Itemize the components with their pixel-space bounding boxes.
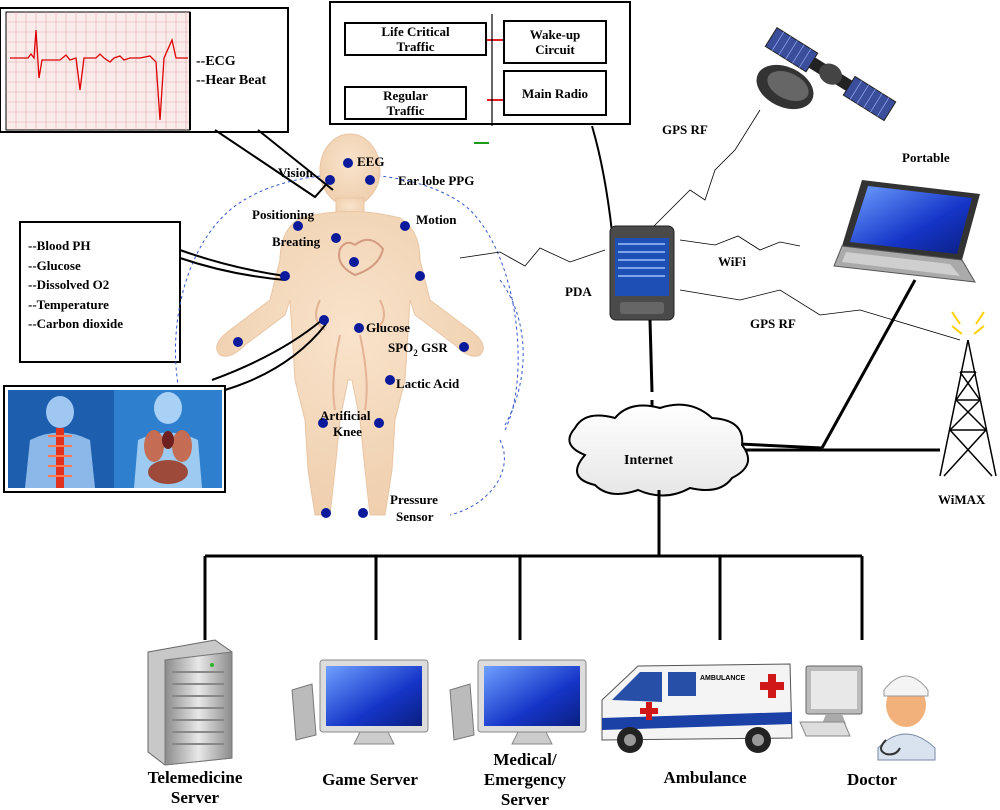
label-gps-rf-top: GPS RF [662,122,708,137]
label-glucose: Glucose [366,320,410,335]
label-wimax: WiMAX [938,492,986,507]
game-server-icon [291,659,429,745]
label-ear-lobe: Ear lobe PPG [398,173,474,188]
label-positioning: Positioning [252,207,315,222]
sensor-dot-left-knee [318,418,328,428]
laptop-icon [833,180,980,283]
sensor-dot-eeg [343,158,353,168]
sensor-dot-right-arm [415,271,425,281]
ambulance-icon: AMBULANCE [601,663,793,753]
internet-cloud-icon [568,403,750,497]
sensor-dot-left-foot [321,508,331,518]
label-eeg: EEG [357,154,384,169]
desktop-computer-icon [799,665,863,737]
dissolved-o2-item: --Dissolved O2 [28,277,110,292]
ecg-trace [10,29,188,121]
sensor-dot-vision [325,175,335,185]
sensor-dot-breating [331,233,341,243]
ambulance-label: Ambulance [630,768,780,788]
endpoint-line: Server [170,788,220,807]
heartbeat-line: --Hear Beat [196,73,267,88]
sensor-dot-left-arm [280,271,290,281]
endpoint-line: Doctor [846,770,898,789]
sensor-dot-glucose [354,323,364,333]
label-internet: Internet [624,453,673,468]
endpoint-line: Medical/ [493,750,557,769]
wakeup-circuit-box: Wake-up Circuit [503,20,607,64]
regular-traffic-box: Regular Traffic [344,86,467,120]
satellite-icon [756,27,897,122]
wimax-tower-icon [939,311,997,477]
blood-panel-list: --Blood PH --Glucose --Dissolved O2 --Te… [28,236,178,334]
label-breating: Breating [272,234,321,249]
label-vision: Vision [278,165,314,180]
endpoint-line: Game Server [322,770,418,789]
carbon-dioxide-item: --Carbon dioxide [28,316,123,331]
label-motion: Motion [416,212,457,227]
pda-icon [609,225,675,321]
pointer-lines [179,125,613,391]
sensor-dot-abdomen [319,315,329,325]
body-labels: Vision EEG Ear lobe PPG Positioning Moti… [252,154,474,524]
ambulance-body-text: AMBULANCE [700,675,745,682]
sensor-dot-right-knee [374,418,384,428]
endpoint-line: Ambulance [663,768,747,787]
ecg-line: --ECG [196,54,236,69]
label-knee-1: Artificial [320,408,371,423]
label-pda: PDA [565,284,592,299]
sensor-dot-right-hand [459,342,469,352]
medical-server-icon [449,659,587,745]
network-labels: PDA GPS RF GPS RF WiFi Portable WiMAX In… [565,122,986,507]
blood-panel-frame [19,221,181,363]
doctor-label: Doctor [812,770,932,790]
sensor-dot-positioning [293,221,303,231]
telemedicine-server-label: Telemedicine Server [120,768,270,808]
endpoint-line: Telemedicine [147,768,243,787]
organs-figure [134,392,202,488]
label-spo2: SPO2 GSR [388,340,448,358]
main-radio-box: Main Radio [503,70,607,116]
ecg-panel [0,7,289,133]
sensor-dot-ear-lobe [365,175,375,185]
game-server-label: Game Server [290,770,450,790]
endpoint-line: Server [500,790,550,809]
network-bus [203,490,864,640]
doctor-avatar-icon [877,675,936,761]
temperature-item: --Temperature [28,296,109,312]
blood-ph-item: --Blood PH [28,238,91,253]
glucose-item: --Glucose [28,257,81,273]
sensor-dots [233,158,469,518]
label-portable: Portable [902,150,950,165]
ecg-legend: --ECG --Hear Beat [196,52,286,90]
sensor-dot-left-hand [233,337,243,347]
medical-emergency-server-label: Medical/ Emergency Server [450,750,600,810]
server-tower-icon [147,639,233,766]
spine-figure [25,396,95,488]
label-knee-2: Knee [333,424,362,439]
life-critical-traffic-box: Life Critical Traffic [344,22,487,56]
label-gps-rf-mid: GPS RF [750,316,796,331]
human-body [216,133,484,516]
sensor-dot-motion [400,221,410,231]
organ-image-box [3,385,226,493]
sensor-dot-right-foot [358,508,368,518]
wireless-links [459,109,961,341]
sensor-dot-heart [349,257,359,267]
sensor-dot-lactic [385,375,395,385]
label-pressure-2: Sensor [396,509,434,524]
label-lactic: Lactic Acid [396,376,460,391]
endpoint-line: Emergency [483,770,567,789]
label-pressure-1: Pressure [390,492,438,507]
label-wifi: WiFi [718,254,746,269]
